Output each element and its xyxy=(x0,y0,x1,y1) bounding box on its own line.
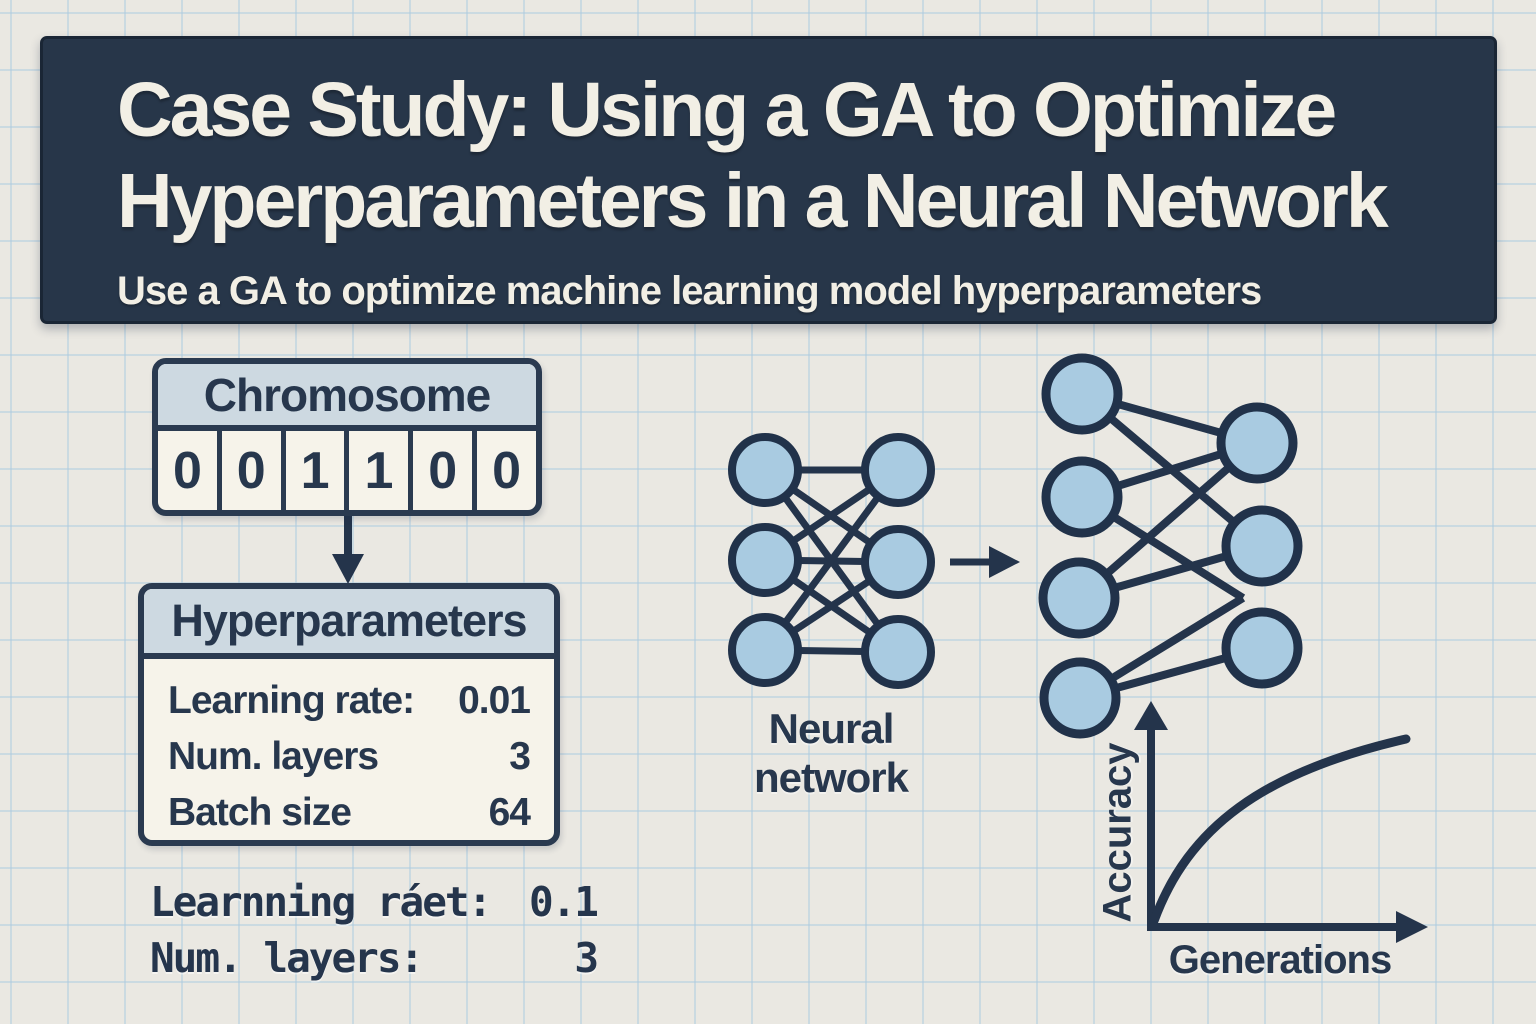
decoded-value: 0.1 xyxy=(528,878,599,926)
bit-cell: 0 xyxy=(216,431,281,510)
chart-y-axis-label: Accuracy xyxy=(1095,742,1140,923)
bit-cell: 1 xyxy=(344,431,408,510)
decoded-label: Num. layers: xyxy=(150,934,424,982)
neural-network-caption: Neural network xyxy=(700,704,962,802)
page-title-line2: Hyperparameters in a Neural Network xyxy=(117,158,1389,244)
neural-network-caption-line1: Neural xyxy=(768,705,895,752)
page-title-line1: Case Study: Using a GA to Optimize xyxy=(117,67,1337,153)
hyperparameters-box: Hyperparameters Learning rate: 0.01 Num.… xyxy=(138,583,560,846)
hyperparameters-body: Learning rate: 0.01 Num. layers 3 Batch … xyxy=(144,659,554,840)
hyperparameter-row: Batch size 64 xyxy=(168,785,531,840)
bit-cell: 0 xyxy=(472,431,536,510)
large-network-nodes xyxy=(1038,353,1303,739)
hyperparameter-label: Batch size xyxy=(168,791,352,834)
decoded-value-row: Learnning ráet: 0.1 xyxy=(150,874,599,930)
neural-network-caption-line2: network xyxy=(753,754,909,801)
header-banner: Case Study: Using a GA to Optimize Hyper… xyxy=(40,36,1497,324)
chart-x-axis xyxy=(1147,911,1428,943)
bit-cell: 0 xyxy=(408,431,472,510)
hyperparameter-value: 0.01 xyxy=(458,679,531,722)
hyperparameter-label: Learning rate: xyxy=(168,679,415,722)
page-subtitle: Use a GA to optimize machine learning mo… xyxy=(117,269,1262,313)
decoded-label: Learnning ráet: xyxy=(150,878,492,926)
hyperparameter-label: Num. layers xyxy=(168,735,379,778)
hyperparameters-title: Hyperparameters xyxy=(171,595,527,646)
chromosome-box: Chromosome 0 0 1 1 0 0 xyxy=(152,358,542,516)
large-neural-network xyxy=(1038,353,1303,739)
chromosome-bits-row: 0 0 1 1 0 0 xyxy=(158,431,536,510)
hyperparameter-row: Learning rate: 0.01 xyxy=(168,673,531,729)
network-transform-arrow xyxy=(950,546,1020,578)
chart-curve xyxy=(1149,734,1411,926)
hyperparameter-value: 64 xyxy=(488,791,531,834)
hyperparameters-box-header: Hyperparameters xyxy=(144,589,554,659)
small-neural-network xyxy=(728,433,935,689)
hyperparameter-value: 3 xyxy=(509,735,531,778)
decoded-value-row: Num. layers: 3 xyxy=(150,930,599,986)
small-network-nodes xyxy=(728,433,935,689)
bit-cell: 0 xyxy=(172,441,202,500)
chromosome-box-header: Chromosome xyxy=(158,364,536,431)
chart-y-axis xyxy=(1134,701,1168,927)
decoded-value: 3 xyxy=(574,934,599,982)
bit-cell: 1 xyxy=(280,431,345,510)
decoded-values-note: Learnning ráet: 0.1 Num. layers: 3 xyxy=(150,874,599,986)
chart-x-axis-label: Generations xyxy=(1168,938,1392,982)
hyperparameter-row: Num. layers 3 xyxy=(168,729,531,785)
chromosome-title: Chromosome xyxy=(203,368,491,421)
chromosome-to-hyperparameters-arrow xyxy=(332,516,364,584)
accuracy-chart xyxy=(1134,701,1428,943)
